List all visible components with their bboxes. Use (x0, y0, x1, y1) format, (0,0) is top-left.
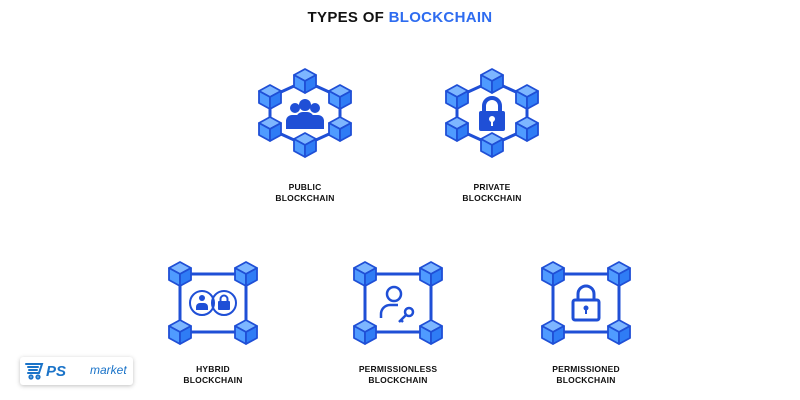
page-title: TYPES OF BLOCKCHAIN (0, 9, 800, 26)
watermark-suffix: market (90, 363, 127, 377)
cube-icon (541, 261, 565, 287)
cube-icon (328, 84, 352, 110)
cube-icon (480, 68, 504, 94)
square-network-diagram (168, 261, 258, 345)
cube-icon (168, 261, 192, 287)
cube-icon (607, 319, 631, 345)
cube-icon (445, 84, 469, 110)
cube-icon (258, 84, 282, 110)
watermark-logo: PS market (20, 357, 133, 385)
cube-icon (445, 116, 469, 142)
cube-icon (419, 319, 443, 345)
people-group-icon (286, 99, 324, 129)
padlock-outline-icon (571, 284, 601, 322)
cube-icon (419, 261, 443, 287)
cube-icon (607, 261, 631, 287)
cube-icon (353, 319, 377, 345)
cube-icon (293, 68, 317, 94)
hex-network-diagram (445, 68, 539, 158)
cube-icon (541, 319, 565, 345)
hex-network-diagram (258, 68, 352, 158)
cube-icon (258, 116, 282, 142)
cube-icon (234, 261, 258, 287)
cube-icon (515, 116, 539, 142)
cube-icon (353, 261, 377, 287)
user-with-key-icon (379, 285, 415, 323)
padlock-icon (479, 96, 505, 131)
cube-icon (168, 319, 192, 345)
title-accent: BLOCKCHAIN (388, 9, 493, 26)
square-network-diagram (541, 261, 631, 345)
cart-logo-icon: PS (25, 363, 66, 380)
cube-icon (293, 132, 317, 158)
cube-icon (480, 132, 504, 158)
cube-icon (515, 84, 539, 110)
person-and-lock-icon (189, 290, 237, 316)
watermark-brand: PS (46, 363, 66, 380)
cube-icon (234, 319, 258, 345)
cube-icon (328, 116, 352, 142)
title-prefix: TYPES OF (307, 9, 385, 26)
square-network-diagram (353, 261, 443, 345)
